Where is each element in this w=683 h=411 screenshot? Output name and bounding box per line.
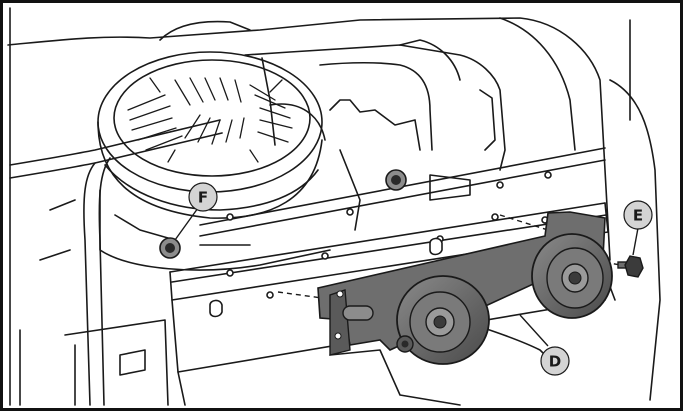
callout-f: F <box>188 182 218 212</box>
roller-right <box>531 233 613 319</box>
callout-f-label: F <box>198 189 208 207</box>
callout-e-label: E <box>633 207 643 225</box>
callout-d-label: D <box>549 353 561 371</box>
nut-icon <box>159 237 181 259</box>
roller-left <box>396 275 490 365</box>
bracket-nut-icon <box>396 335 414 353</box>
bolt-icon <box>617 255 644 278</box>
callout-e: E <box>623 200 653 230</box>
callout-d: D <box>540 346 570 376</box>
nut-icon <box>385 169 407 191</box>
roller-bracket-assembly <box>317 211 613 365</box>
callout-leaders <box>174 207 639 347</box>
